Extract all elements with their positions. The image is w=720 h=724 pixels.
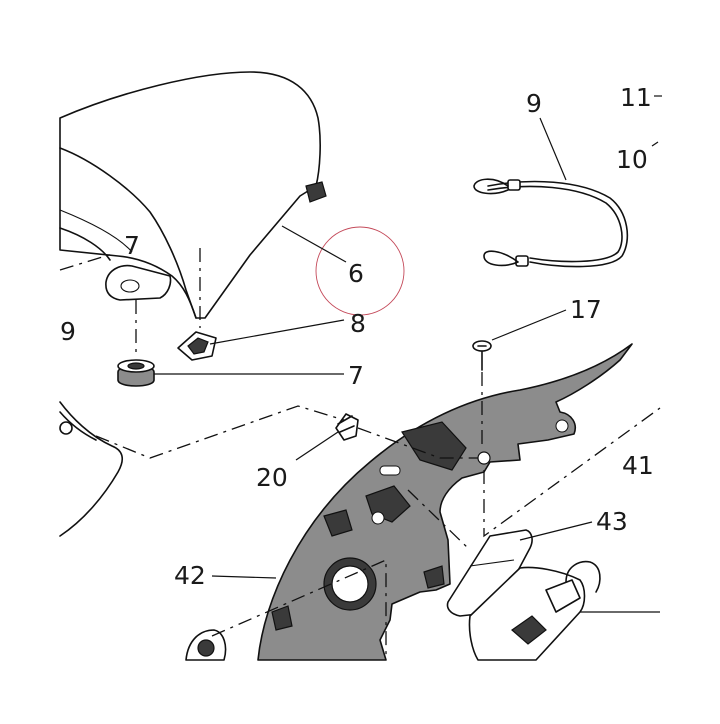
bracket-recess-4 (271, 605, 293, 631)
seat-axis-line (59, 253, 113, 271)
callout-7: 7 (348, 361, 364, 390)
seat-part-6 (59, 71, 327, 319)
axis-unit (407, 489, 471, 551)
leader-8 (209, 319, 345, 345)
callout-42: 42 (174, 561, 206, 590)
seat-edge (59, 147, 197, 319)
bracket-hole-inner (331, 565, 369, 603)
seat-under-line (59, 227, 111, 261)
callout-6: 6 (348, 259, 364, 288)
axis-unit-right (483, 407, 661, 538)
bracket-screw-hole (477, 451, 491, 465)
fairing-edge (59, 401, 124, 537)
bracket-part-42 (257, 343, 633, 661)
seat-cable-part-9 (473, 178, 629, 268)
leader-10 (651, 141, 659, 147)
clip-spring (337, 415, 355, 433)
callout-8: 8 (350, 309, 366, 338)
leader-43 (519, 521, 593, 541)
cable-loop-bottom (483, 250, 519, 267)
unit-connector (511, 615, 547, 645)
grommet-hole (127, 362, 145, 370)
callout-10: 10 (616, 145, 648, 174)
grommet-part-7 (117, 359, 155, 387)
seat-badge-icon (305, 181, 327, 203)
rear-lamp-stub (185, 629, 227, 661)
fairing-bolt (59, 421, 73, 435)
callout-43: 43 (596, 507, 628, 536)
seat-tab-hole (120, 279, 140, 293)
unit-cover-groove (469, 559, 515, 567)
axis-clip (95, 405, 345, 459)
highlight-circle (315, 226, 405, 316)
callout-17: 17 (570, 295, 602, 324)
bracket-small-hole (371, 511, 385, 525)
cover-part-43 (446, 529, 533, 617)
cable-ferrule-top (507, 179, 521, 191)
axis-clip-bracket (357, 427, 478, 459)
fairing-inner (59, 411, 97, 441)
callout-9-left: 9 (60, 317, 76, 346)
callout-11: 11 (620, 83, 652, 112)
bracket-slot-1 (379, 465, 401, 476)
clip-part-20 (335, 413, 359, 441)
leader-20 (295, 431, 339, 461)
screw-part-17 (472, 340, 492, 371)
unit-cover (446, 529, 533, 617)
bracket-recess-3 (323, 509, 353, 537)
cable-upper (487, 180, 629, 268)
clip-body (335, 413, 359, 441)
cable-loop-top (473, 178, 509, 195)
lamp-socket (197, 639, 215, 657)
unit-side (545, 579, 581, 613)
control-unit (468, 560, 601, 661)
callout-20: 20 (256, 463, 288, 492)
cable-upper-2 (487, 185, 623, 263)
leader-6 (281, 225, 347, 263)
seat-edge-inner (59, 209, 133, 253)
pad-inner (187, 337, 209, 355)
axis-lamp (211, 559, 387, 660)
pad-part-8 (177, 331, 217, 361)
callout-7-left: 7 (124, 231, 140, 260)
callout-9-top: 9 (526, 89, 542, 118)
seat-body (59, 71, 321, 319)
leader-9 (539, 117, 567, 181)
leader-42 (211, 575, 277, 579)
callout-41: 41 (622, 451, 654, 480)
bracket-ear-hole (555, 419, 569, 433)
bracket-recess-5 (423, 565, 445, 589)
unit-clip (565, 560, 601, 593)
leader-17 (491, 309, 567, 341)
